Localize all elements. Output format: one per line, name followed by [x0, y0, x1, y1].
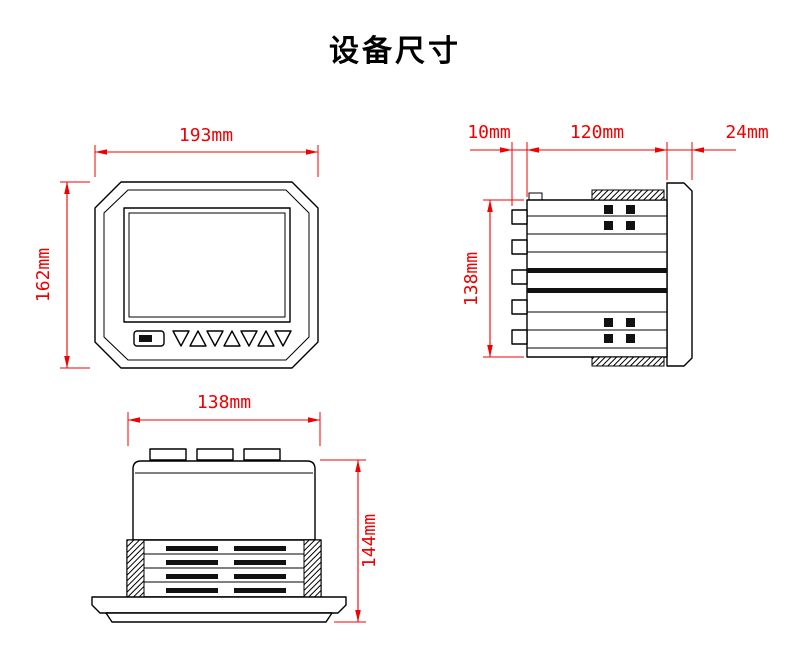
- button-triangle: [257, 330, 275, 347]
- screw-square: [604, 334, 613, 343]
- terminal-depth-label: 10mm: [467, 122, 510, 143]
- vent-hatch-left: [126, 539, 145, 598]
- bottom-height-label: 144mm: [359, 514, 380, 568]
- flange-depth-label: 24mm: [725, 122, 768, 143]
- side-view: 10mm 120mm 24mm 138mm: [461, 122, 769, 367]
- side-height-dimension: 138mm: [461, 199, 524, 358]
- ridge-band: [527, 268, 667, 273]
- vent-slot: [234, 560, 286, 565]
- button-triangle: [206, 330, 224, 347]
- vent-slots: [144, 546, 304, 593]
- screw-square: [604, 221, 613, 230]
- button-triangle: [189, 330, 207, 347]
- vent-slot: [234, 546, 286, 551]
- power-button-indicator: [139, 335, 152, 342]
- side-body-ridges: [527, 215, 667, 349]
- front-view: 193mm 162mm: [33, 125, 319, 369]
- bottom-height-dimension: 144mm: [320, 459, 380, 623]
- front-button-row: [172, 330, 292, 347]
- terminal-block: [511, 209, 528, 225]
- vent-slot: [166, 574, 218, 579]
- terminal-block: [511, 299, 528, 315]
- front-width-label: 193mm: [179, 125, 233, 146]
- screw-square: [626, 318, 635, 327]
- side-height-label: 138mm: [461, 252, 482, 306]
- top-button: [243, 448, 281, 461]
- vent-slot: [234, 588, 286, 593]
- terminal-blocks: [511, 209, 528, 345]
- top-button: [196, 448, 234, 461]
- terminal-block: [511, 329, 528, 345]
- side-front-flange: [666, 182, 693, 367]
- side-top-tab: [528, 192, 543, 201]
- front-flange-plate: [91, 596, 347, 614]
- button-triangle: [274, 330, 292, 347]
- button-triangle: [223, 330, 241, 347]
- display-screen-outer: [123, 207, 291, 323]
- screw-square: [604, 318, 613, 327]
- vent-hatch-right: [303, 539, 322, 598]
- bottom-view: 138mm 144mm: [91, 392, 380, 623]
- front-inner-bevel: [103, 189, 310, 361]
- ridge-band: [527, 288, 667, 293]
- bottom-view-body: [132, 460, 316, 541]
- vent-slot: [166, 560, 218, 565]
- terminal-block: [511, 239, 528, 255]
- bottom-width-label: 138mm: [197, 392, 251, 413]
- button-triangle: [172, 330, 190, 347]
- bottom-width-dimension: 138mm: [127, 392, 321, 446]
- front-height-dimension: 162mm: [33, 181, 90, 369]
- screw-square: [604, 205, 613, 214]
- top-buttons: [149, 448, 281, 461]
- side-depth-dimensions: 10mm 120mm 24mm: [467, 122, 769, 206]
- screw-square: [626, 205, 635, 214]
- button-triangle: [240, 330, 258, 347]
- vent-slot: [234, 574, 286, 579]
- mounting-clip-hatch-top: [591, 189, 665, 201]
- display-screen-inner: [128, 212, 286, 318]
- page-title: 设备尺寸: [329, 34, 461, 69]
- front-height-label: 162mm: [33, 248, 54, 302]
- screw-square: [626, 334, 635, 343]
- mounting-clip-hatch-bottom: [591, 356, 665, 367]
- side-screw-terminals: [604, 205, 635, 343]
- vent-slot: [166, 588, 218, 593]
- front-bezel-base: [105, 612, 333, 623]
- body-depth-label: 120mm: [570, 122, 624, 143]
- screw-square: [626, 221, 635, 230]
- vent-slot: [166, 546, 218, 551]
- front-width-dimension: 193mm: [94, 125, 319, 177]
- side-body: [526, 199, 668, 358]
- terminal-block: [511, 269, 528, 285]
- top-button: [149, 448, 187, 461]
